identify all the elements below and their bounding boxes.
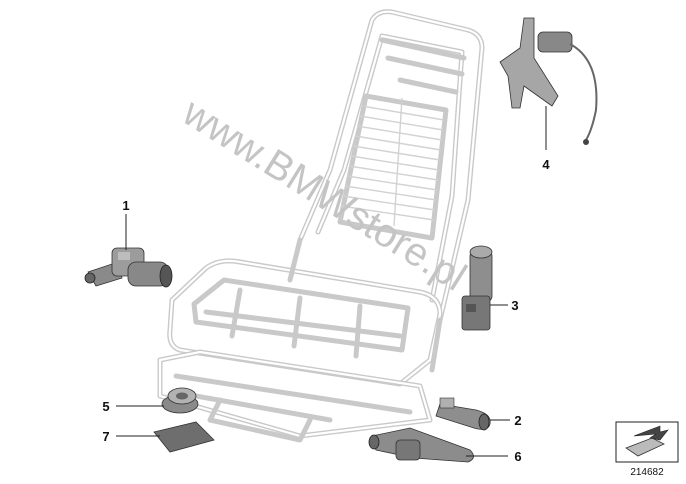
arrow-right-icon	[625, 425, 669, 457]
part-7-pad	[153, 421, 215, 453]
part-4-actuator	[499, 17, 598, 145]
part-2-motor	[435, 397, 491, 431]
part-3-motor	[461, 245, 493, 331]
watermark: www.BMWstore.pl	[174, 90, 473, 300]
lumbar-panel	[337, 93, 449, 241]
callout-5: 5	[102, 399, 109, 414]
reference-box: 214682	[615, 421, 679, 478]
part-5-fan	[161, 387, 199, 414]
callout-3: 3	[511, 298, 518, 313]
seat-frame	[157, 9, 485, 443]
callouts: 1 2 3 4 5 6 7	[102, 106, 550, 464]
callout-6: 6	[514, 449, 521, 464]
part-6-motor	[368, 427, 474, 463]
reference-number: 214682	[630, 467, 664, 478]
callout-2: 2	[514, 413, 521, 428]
callout-4: 4	[542, 157, 550, 172]
part-1-motor	[84, 247, 173, 288]
callout-1: 1	[122, 198, 129, 213]
callout-7: 7	[102, 429, 109, 444]
